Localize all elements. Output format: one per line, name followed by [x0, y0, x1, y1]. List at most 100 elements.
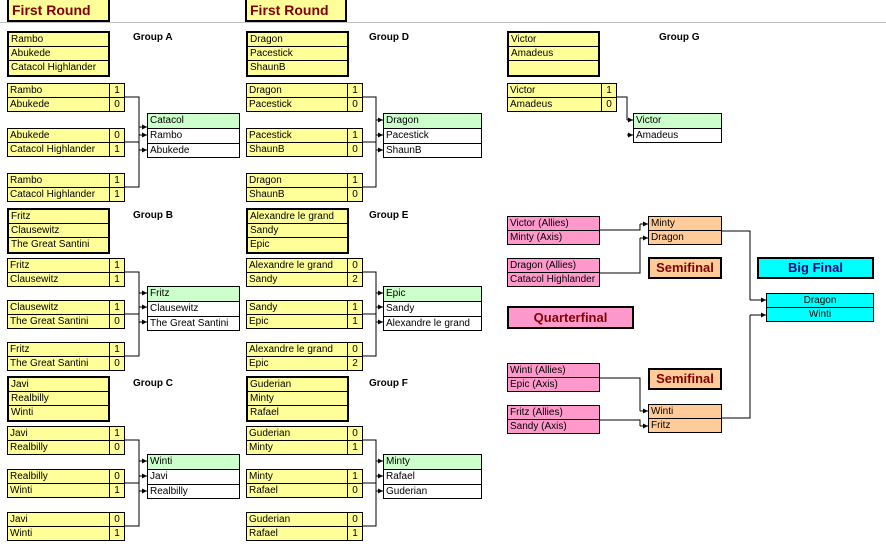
match-score: 1	[109, 174, 124, 187]
match-score: 0	[347, 513, 362, 526]
standings-winner: Catacol	[148, 114, 239, 129]
semifinal-player: Winti	[649, 405, 721, 419]
match-player-name: Amadeus	[510, 99, 553, 110]
match-row: ShaunB 0	[247, 188, 362, 202]
match-player-name: ShaunB	[249, 144, 285, 155]
group-g-label: Group G	[659, 32, 700, 43]
match-row: ShaunB 0	[247, 143, 362, 157]
match-player-name: Sandy	[249, 274, 278, 285]
match-score: 1	[347, 527, 362, 541]
match-player-name: Catacol Highlander	[10, 189, 96, 200]
match-score: 0	[109, 98, 124, 112]
group-a-label: Group A	[133, 32, 173, 43]
match-score: 1	[347, 129, 362, 142]
match-player-name: Minty	[249, 442, 273, 453]
standings-row: Realbilly	[150, 486, 188, 497]
match-player-name: Alexandre le grand	[249, 344, 333, 355]
quarterfinal-match-4: Fritz (Allies)Sandy (Axis)	[507, 405, 600, 434]
quarterfinal-player: Epic (Axis)	[510, 379, 558, 390]
standings-row: Amadeus	[636, 130, 679, 141]
roster-player: Abukede	[9, 47, 108, 61]
match-row: Pacestick 0	[247, 98, 362, 112]
standings-winner: Victor	[634, 114, 721, 129]
match-row: Sandy 2	[247, 273, 362, 287]
match-score: 1	[109, 84, 124, 97]
match-score: 1	[109, 301, 124, 314]
match-score: 1	[109, 273, 124, 287]
match-player-name: Javi	[10, 514, 28, 525]
roster-player: Minty	[248, 392, 347, 406]
roster-player: Rambo	[9, 33, 108, 47]
match-score: 1	[109, 484, 124, 498]
quarterfinal-match-3: Winti (Allies)Epic (Axis)	[507, 363, 600, 392]
match-score: 1	[109, 188, 124, 202]
match-player-name: Dragon	[249, 175, 282, 186]
roster-player: Pacestick	[248, 47, 347, 61]
match-score: 0	[347, 98, 362, 112]
match-player-name: Epic	[249, 358, 269, 369]
big-final-label: Big Final	[757, 257, 874, 279]
roster-player: Guderian	[248, 378, 347, 392]
match-score: 1	[109, 527, 124, 541]
match-score: 0	[347, 143, 362, 157]
match-player-name: Rafael	[249, 485, 278, 496]
match-player-name: Realbilly	[10, 471, 48, 482]
standings-winner: Winti	[148, 455, 239, 470]
standings-row: Rafael	[384, 470, 481, 485]
match-score: 0	[347, 343, 362, 356]
match-score: 0	[347, 188, 362, 202]
header-divider	[0, 22, 886, 23]
match-score: 2	[347, 273, 362, 287]
group-b-label: Group B	[133, 210, 173, 221]
semifinal-player: Minty	[649, 217, 721, 231]
quarterfinal-player: Dragon (Allies)	[508, 259, 599, 273]
match-row: Alexandre le grand 0	[247, 343, 362, 357]
match-player-name: The Great Santini	[10, 358, 89, 369]
roster-player: Epic	[250, 239, 270, 250]
roster-player: Alexandre le grand	[248, 210, 347, 224]
match-player-name: Winti	[10, 528, 33, 539]
standings-row: Javi	[148, 470, 239, 485]
roster-player: Javi	[9, 378, 108, 392]
quarterfinal-match-2: Dragon (Allies)Catacol Highlander	[507, 258, 600, 287]
semifinal-bottom-label: Semifinal	[648, 368, 722, 390]
match-score: 1	[109, 343, 124, 356]
match-score: 0	[109, 129, 124, 142]
match-player-name: Rafael	[249, 528, 278, 539]
semifinal-player: Dragon	[651, 232, 684, 243]
match-player-name: Fritz	[10, 260, 30, 271]
standings-row: Alexandre le grand	[386, 318, 470, 329]
roster-player: Dragon	[248, 33, 347, 47]
match-player-name: Pacestick	[249, 99, 292, 110]
match-player-name: ShaunB	[249, 189, 285, 200]
